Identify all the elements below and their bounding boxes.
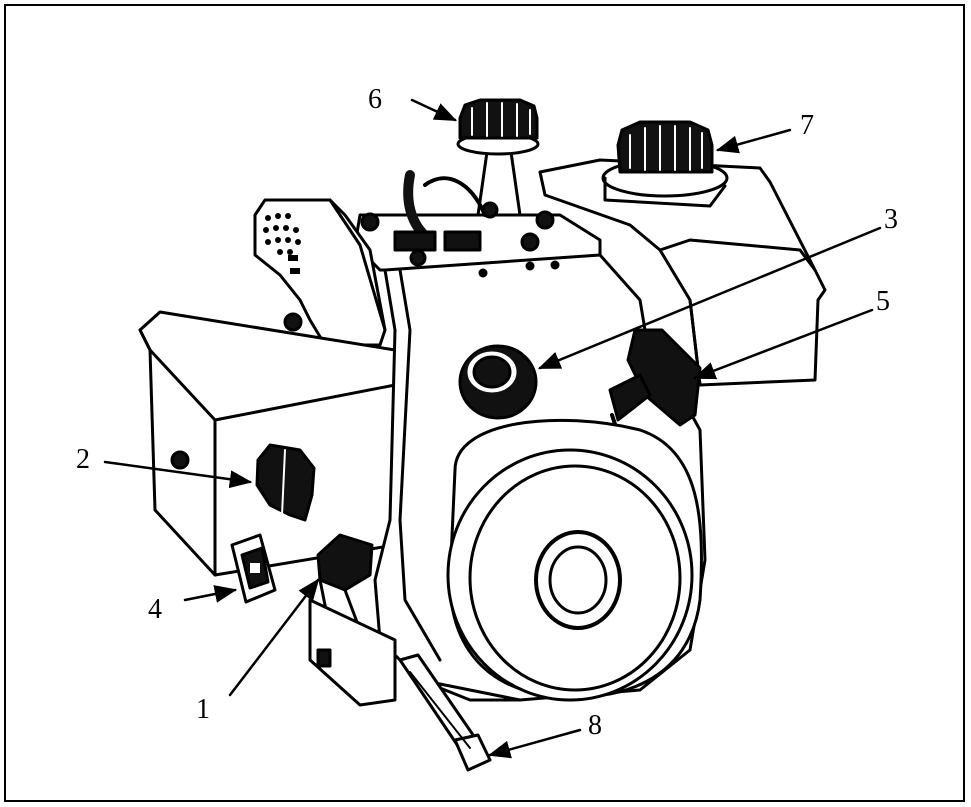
callout-6: 6 — [368, 84, 382, 115]
callout-4: 4 — [148, 594, 162, 625]
stop-switch-lever — [308, 533, 397, 707]
ignition-key-plate — [230, 533, 277, 604]
callout-2: 2 — [76, 444, 90, 475]
leader-lines — [103, 98, 882, 759]
flywheel-screen — [446, 418, 703, 702]
callout-7: 7 — [800, 110, 814, 141]
callout-1: 1 — [196, 694, 210, 725]
fuel-cap — [616, 120, 714, 174]
callout-8: 8 — [588, 710, 602, 741]
starter-handle — [608, 328, 702, 457]
control-box — [138, 310, 397, 577]
callout-5: 5 — [876, 286, 890, 317]
choke-knob — [255, 443, 316, 522]
callout-3: 3 — [884, 204, 898, 235]
drain-plug-extension — [398, 653, 492, 772]
primer-button — [458, 344, 538, 420]
oil-fill-cap — [456, 98, 540, 217]
